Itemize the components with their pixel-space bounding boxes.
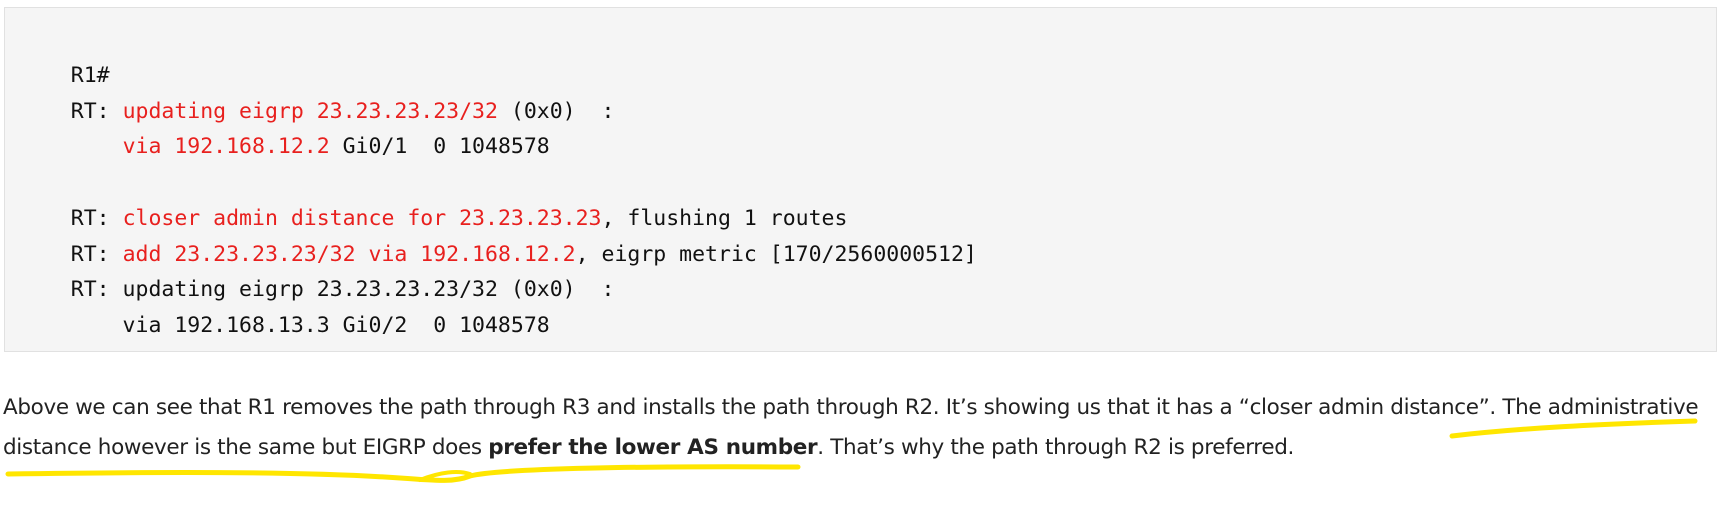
code-text: R1# [70,63,110,88]
code-text: RT: [70,206,123,231]
code-text: via 192.168.13.3 Gi0/2 0 1048578 [70,313,550,338]
highlighter-stroke-hook [418,470,472,482]
paragraph-bold-text: prefer the lower AS number [488,435,818,460]
code-line-7: RT: updating eigrp 23.23.23.23/32 (0x0) … [19,248,615,332]
code-text-highlight: updating eigrp 23.23.23.23/32 [122,99,498,124]
highlighter-stroke-lower [5,464,801,483]
code-text [71,134,123,159]
code-line-3: via 192.168.12.2 Gi0/1 0 1048578 [19,105,550,189]
code-text: RT: [70,99,123,124]
code-text: RT: [70,242,123,267]
code-line-1: R1# [19,34,110,118]
code-line-8: via 192.168.13.3 Gi0/2 0 1048578 [19,284,550,368]
code-text: , eigrp metric [170/2560000512] [575,242,977,267]
code-line-5: RT: closer admin distance for 23.23.23.2… [19,177,848,261]
code-text-highlight: via 192.168.12.2 [122,134,330,159]
paragraph-text: . That’s why the path through R2 is pref… [817,435,1294,460]
code-line-6: RT: add 23.23.23.23/32 via 192.168.12.2,… [19,213,977,297]
code-text: Gi0/1 0 1048578 [329,134,550,159]
code-text: (0x0) : [497,99,615,124]
code-line-2: RT: updating eigrp 23.23.23.23/32 (0x0) … [19,70,615,154]
code-text: , flushing 1 routes [601,206,848,231]
code-text-highlight: closer admin distance for 23.23.23.23 [122,206,602,231]
paragraph-text: Above we can see that R1 removes the pat… [3,395,1699,460]
code-text-highlight: add 23.23.23.23/32 via 192.168.12.2 [122,242,576,267]
explanation-paragraph: Above we can see that R1 removes the pat… [3,388,1715,468]
code-block: R1# RT: updating eigrp 23.23.23.23/32 (0… [4,7,1717,352]
code-text: RT: updating eigrp 23.23.23.23/32 (0x0) … [70,277,615,302]
